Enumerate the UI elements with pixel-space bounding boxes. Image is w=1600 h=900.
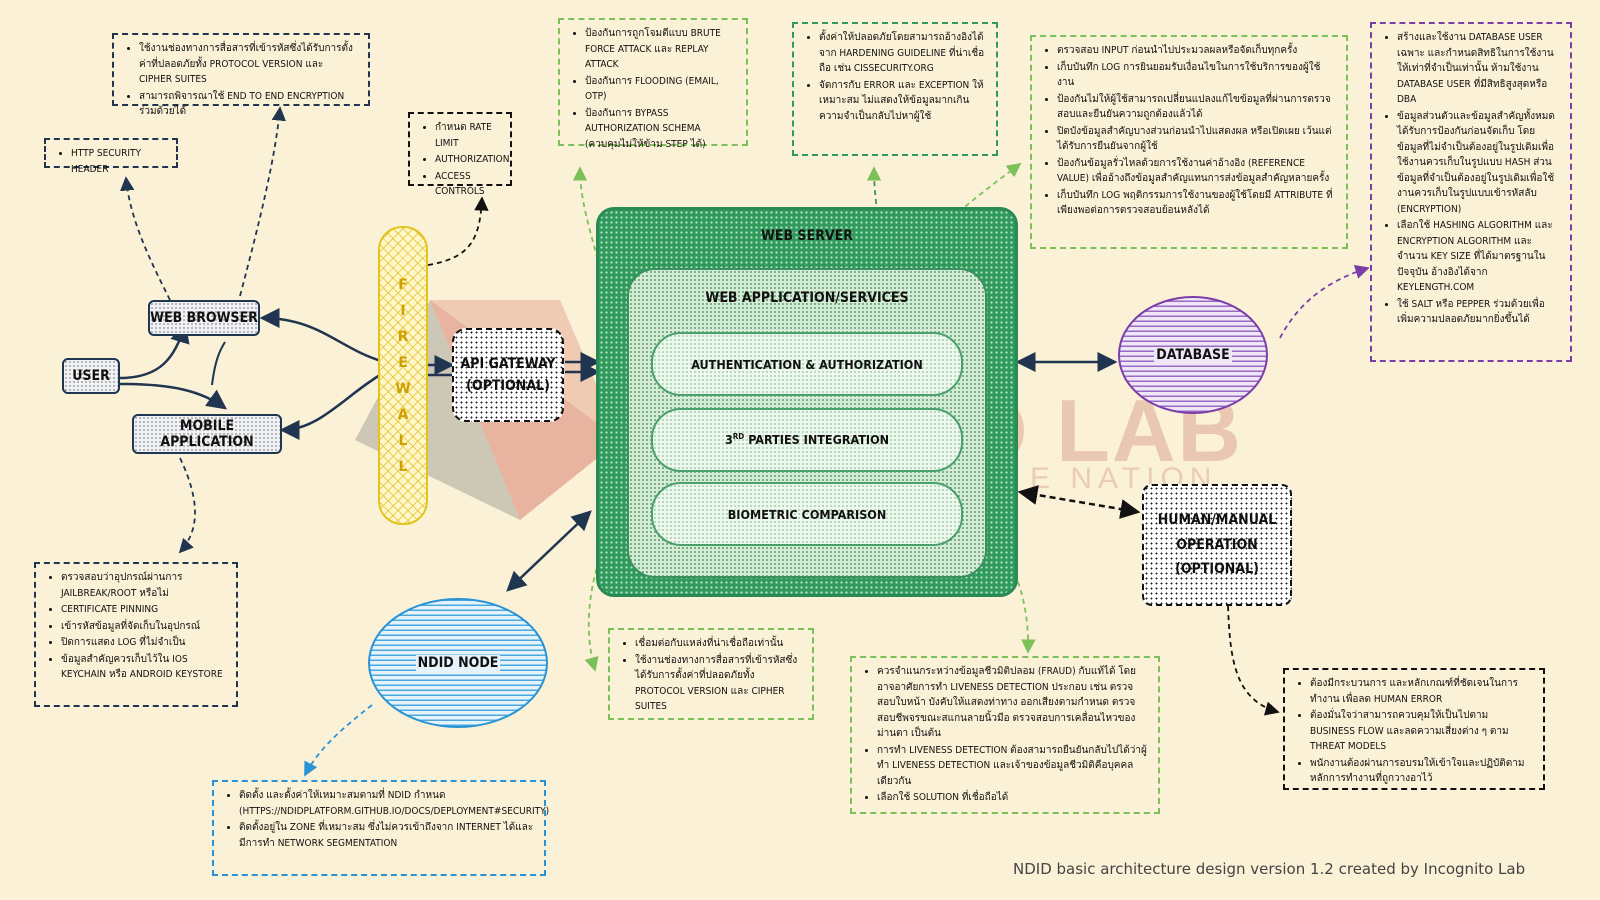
user-node: USER [62, 358, 120, 394]
note-item: สร้างและใช้งาน DATABASE USER เฉพาะ และกำ… [1397, 30, 1560, 108]
note-input-validation: ตรวจสอบ INPUT ก่อนนำไปประมวลผลหรือจัดเก็… [1030, 35, 1348, 249]
database-label: DATABASE [1154, 347, 1232, 363]
firewall-letter: L [398, 458, 408, 475]
note-third-party: เชื่อมต่อกับแหล่งที่น่าเชื่อถือเท่านั้น … [608, 628, 814, 720]
note-item: เก็บบันทึก LOG การยินยอมรับเงื่อนไขในการ… [1057, 60, 1336, 91]
firewall-letter: F [398, 276, 408, 293]
web-application-node: WEB APPLICATION/SERVICES AUTHENTICATION … [627, 268, 987, 578]
note-item: เชื่อมต่อกับแหล่งที่น่าเชื่อถือเท่านั้น [635, 636, 802, 652]
third-parties-text: PARTIES INTEGRATION [744, 432, 890, 448]
api-gateway-optional: (OPTIONAL) [466, 378, 550, 394]
note-item: เข้ารหัสข้อมูลที่จัดเก็บในอุปกรณ์ [61, 619, 226, 635]
note-item: ใช้งานช่องทางการสื่อสารที่เข้ารหัสซึ่งได… [139, 41, 358, 88]
note-item: ข้อมูลสำคัญควรเก็บไว้ใน IOS KEYCHAIN หรื… [61, 652, 226, 683]
note-item: เลือกใช้ SOLUTION ที่เชื่อถือได้ [877, 790, 1148, 806]
firewall-letter: A [397, 406, 409, 423]
note-brute-force: ป้องกันการถูกโจมตีแบบ BRUTE FORCE ATTACK… [558, 18, 748, 150]
firewall-letter: R [397, 328, 409, 345]
note-item: ตรวจสอบว่าอุปกรณ์ผ่านการ JAILBREAK/ROOT … [61, 570, 226, 601]
third-parties-ordinal: RD [732, 432, 745, 442]
human-operation-line1: HUMAN/MANUAL [1157, 512, 1277, 529]
third-parties-label: 3RD PARTIES INTEGRATION [725, 432, 889, 447]
web-application-label: WEB APPLICATION/SERVICES [705, 290, 909, 306]
note-api-controls: กำหนด RATE LIMIT AUTHORIZATION ACCESS CO… [408, 112, 512, 197]
note-browser-tls: ใช้งานช่องทางการสื่อสารที่เข้ารหัสซึ่งได… [112, 33, 370, 117]
note-mobile: ตรวจสอบว่าอุปกรณ์ผ่านการ JAILBREAK/ROOT … [34, 562, 238, 707]
firewall-letter: E [398, 354, 408, 371]
note-item: ต้องมั่นใจว่าสามารถควบคุมให้เป็นไปตาม BU… [1310, 708, 1533, 755]
note-item: ข้อมูลส่วนตัวและข้อมูลสำคัญทั้งหมดได้รับ… [1397, 109, 1560, 218]
ndid-node: NDID NODE [368, 598, 548, 728]
note-item: ป้องกันไม่ให้ผู้ใช้สามารถเปลี่ยนแปลงแก้ไ… [1057, 92, 1336, 123]
note-item: เลือกใช้ HASHING ALGORITHM และ ENCRYPTIO… [1397, 218, 1560, 296]
note-item: ป้องกันข้อมูลรั่วไหลด้วยการใช้งานค่าอ้าง… [1057, 156, 1336, 187]
note-item: ติดตั้งอยู่ใน ZONE ที่เหมาะสม ซึ่งไม่ควร… [239, 820, 534, 851]
note-item: ป้องกันการ BYPASS AUTHORIZATION SCHEMA (… [585, 106, 736, 153]
biometric-module-label: BIOMETRIC COMPARISON [727, 506, 887, 522]
note-item: จัดการกับ ERROR และ EXCEPTION ให้เหมาะสม… [819, 78, 986, 125]
note-item: ตั้งค่าให้ปลอดภัยโดยสามารถอ้างอิงได้จาก … [819, 30, 986, 77]
note-human: ต้องมีกระบวนการ และหลักเกณฑ์ที่ชัดเจนในก… [1283, 668, 1545, 790]
note-database-user: สร้างและใช้งาน DATABASE USER เฉพาะ และกำ… [1370, 22, 1572, 362]
note-item: ปิดการแสดง LOG ที่ไม่จำเป็น [61, 635, 226, 651]
note-item: AUTHORIZATION [435, 152, 509, 168]
note-item: HTTP SECURITY HEADER [71, 146, 166, 177]
note-item: สามารถพิจารณาใช้ END TO END ENCRYPTION ร… [139, 89, 358, 120]
web-server-label: WEB SERVER [761, 228, 853, 244]
note-item: เก็บบันทึก LOG พฤติกรรมการใช้งานของผู้ใช… [1057, 188, 1336, 219]
note-item: CERTIFICATE PINNING [61, 602, 226, 618]
human-operation-line2: OPERATION [1176, 536, 1258, 553]
web-browser-label: WEB BROWSER [150, 310, 258, 326]
human-operation-line3: (OPTIONAL) [1175, 561, 1259, 578]
note-hardening: ตั้งค่าให้ปลอดภัยโดยสามารถอ้างอิงได้จาก … [792, 22, 998, 156]
mobile-application-label: MOBILE APPLICATION [160, 418, 254, 450]
note-item: ตรวจสอบ INPUT ก่อนนำไปประมวลผลหรือจัดเก็… [1057, 43, 1336, 59]
note-item: ACCESS CONTROLS [435, 169, 500, 200]
note-item: การทำ LIVENESS DETECTION ต้องสามารถยืนยั… [877, 743, 1148, 790]
note-item: พนักงานต้องผ่านการอบรมให้เข้าใจและปฏิบัต… [1310, 756, 1533, 787]
auth-module-label: AUTHENTICATION & AUTHORIZATION [691, 356, 923, 372]
firewall-letter: W [395, 380, 411, 397]
api-gateway-label: API GATEWAY [460, 355, 556, 372]
note-item: ป้องกันการถูกโจมตีแบบ BRUTE FORCE ATTACK… [585, 26, 736, 73]
note-biometric: ควรจำแนกระหว่างข้อมูลชีวมิติปลอม (FRAUD)… [850, 656, 1160, 814]
biometric-module: BIOMETRIC COMPARISON [651, 482, 963, 546]
note-http-header: HTTP SECURITY HEADER [44, 138, 178, 175]
note-item: ใช้ SALT หรือ PEPPER ร่วมด้วยเพื่อเพิ่มค… [1397, 297, 1560, 328]
human-operation-node: HUMAN/MANUAL OPERATION (OPTIONAL) [1142, 484, 1292, 606]
credit-text: NDID basic architecture design version 1… [1013, 860, 1526, 878]
note-ndid: ติดตั้ง และตั้งค่าให้เหมาะสมตามที่ NDID … [212, 780, 549, 876]
note-item: กำหนด RATE LIMIT [435, 120, 500, 151]
note-item: ติดตั้ง และตั้งค่าให้เหมาะสมตามที่ NDID … [239, 788, 549, 819]
third-parties-module: 3RD PARTIES INTEGRATION [651, 408, 963, 472]
note-item: ป้องกันการ FLOODING (EMAIL, OTP) [585, 74, 736, 105]
note-item: ควรจำแนกระหว่างข้อมูลชีวมิติปลอม (FRAUD)… [877, 664, 1148, 742]
auth-module: AUTHENTICATION & AUTHORIZATION [651, 332, 963, 396]
web-server-node: WEB SERVER WEB APPLICATION/SERVICES AUTH… [596, 207, 1018, 597]
firewall-node: F I R E W A L L [378, 226, 428, 525]
note-item: ต้องมีกระบวนการ และหลักเกณฑ์ที่ชัดเจนในก… [1310, 676, 1533, 707]
ndid-node-label: NDID NODE [415, 655, 501, 671]
firewall-letter: I [400, 302, 406, 319]
mobile-application-node: MOBILE APPLICATION [132, 414, 282, 454]
note-item: ใช้งานช่องทางการสื่อสารที่เข้ารหัสซึ่งได… [635, 653, 802, 715]
api-gateway-node: API GATEWAY (OPTIONAL) [452, 328, 564, 422]
web-browser-node: WEB BROWSER [148, 300, 260, 336]
third-parties-number: 3 [724, 432, 733, 448]
firewall-letter: L [398, 432, 408, 449]
database-node: DATABASE [1118, 296, 1268, 414]
user-label: USER [72, 368, 110, 384]
note-item: ปิดบังข้อมูลสำคัญบางส่วนก่อนนำไปแสดงผล ห… [1057, 124, 1336, 155]
